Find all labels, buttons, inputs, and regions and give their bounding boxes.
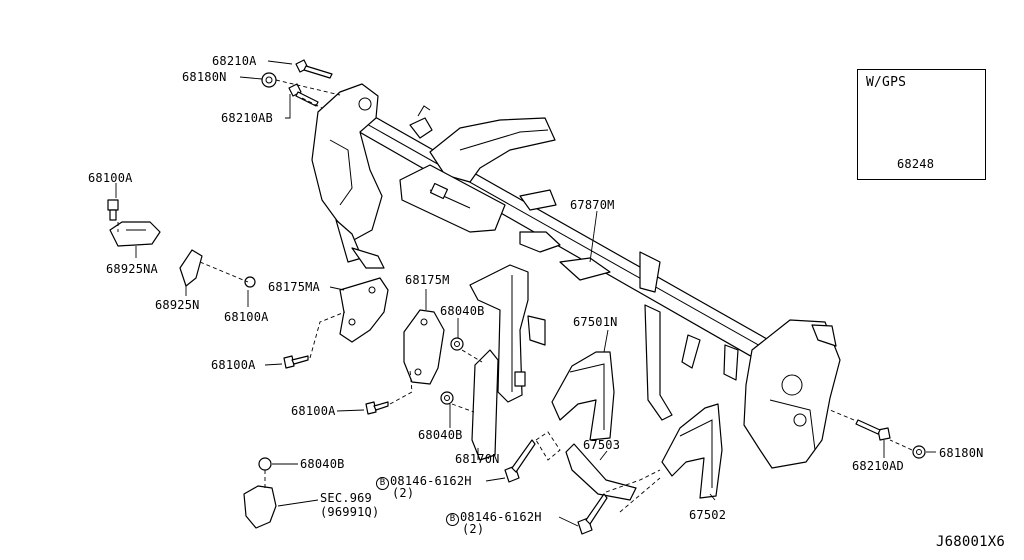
bracket-68175M	[403, 309, 445, 385]
callout-sec969: SEC.969	[320, 491, 372, 505]
bolt-b-marker: B	[446, 513, 459, 526]
callout-68180N-right: 68180N	[939, 446, 984, 460]
callout-68210AB: 68210AB	[221, 111, 273, 125]
bracket-sec969	[243, 457, 277, 529]
callout-68040B-2: 68040B	[418, 428, 463, 442]
right-side-bracket	[743, 319, 841, 469]
callout-68180N-top: 68180N	[182, 70, 227, 84]
callout-67502: 67502	[689, 508, 727, 522]
callout-68210A: 68210A	[212, 54, 257, 68]
bolt-b-marker: B	[376, 477, 389, 490]
inset-part-number: 68248	[897, 157, 935, 171]
callout-68925N: 68925N	[155, 298, 200, 312]
assembly-lines	[117, 79, 913, 513]
callout-68175MA: 68175MA	[268, 280, 320, 294]
callout-08146-1-qty: (2)	[392, 486, 415, 500]
stay-67501N	[551, 351, 615, 441]
callout-68040B-1: 68040B	[440, 304, 485, 318]
fasteners	[107, 59, 926, 535]
center-stay-68170N	[469, 264, 546, 461]
bracket-68175MA	[339, 277, 389, 343]
callout-68100A-1: 68100A	[88, 171, 133, 185]
clip-68925NA	[109, 221, 161, 247]
callout-68100A-3: 68100A	[211, 358, 256, 372]
stay-67503	[565, 443, 637, 501]
callout-sec969-sub: (96991Q)	[320, 505, 380, 519]
stay-67502	[661, 403, 723, 499]
callout-68100A-4: 68100A	[291, 404, 336, 418]
gps-inset-box	[857, 69, 986, 180]
steering-member-67870M	[334, 100, 793, 421]
clip-68925N	[179, 249, 203, 287]
left-side-bracket	[311, 83, 385, 269]
callout-68210AD: 68210AD	[852, 459, 904, 473]
callout-68170N: 68170N	[455, 452, 500, 466]
callout-68175M: 68175M	[405, 273, 450, 287]
diagram-code: J68001X6	[936, 534, 1006, 550]
callout-68100A-2: 68100A	[224, 310, 269, 324]
callout-67503: 67503	[583, 438, 621, 452]
callout-68040B-3: 68040B	[300, 457, 345, 471]
callout-68925NA: 68925NA	[106, 262, 158, 276]
callout-67501N: 67501N	[573, 315, 618, 329]
leader-lines	[115, 60, 936, 527]
callout-67870M: 67870M	[570, 198, 615, 212]
inset-title: W/GPS	[866, 75, 907, 90]
callout-08146-2-qty: (2)	[462, 522, 485, 536]
